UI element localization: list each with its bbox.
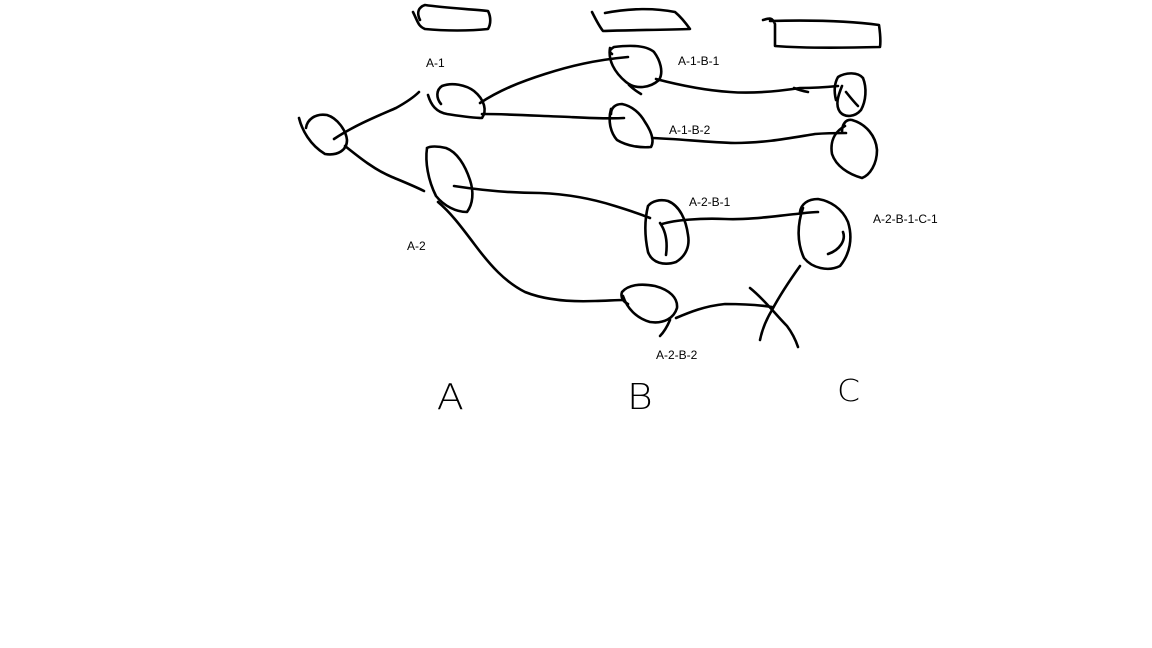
edge-a2-a2b1	[452, 184, 652, 220]
column-label-b: B	[626, 377, 653, 418]
node-c-a1b2	[830, 118, 879, 180]
cross-mark-stroke-1	[748, 286, 800, 349]
node-a1b1-tail	[627, 83, 643, 96]
root-node	[297, 113, 349, 156]
edge-a2b2-c	[674, 302, 774, 320]
label-a2b1: A-2-B-1	[689, 195, 731, 209]
edge-a1b1-c	[654, 77, 840, 94]
node-a2b1	[644, 198, 690, 265]
label-a2b1c1: A-2-B-1-C-1	[873, 212, 938, 226]
edge-root-a1	[332, 90, 421, 141]
node-a2b1c1-tail	[826, 230, 846, 256]
label-a2b2: A-2-B-2	[656, 348, 698, 362]
node-a1b2	[608, 102, 654, 149]
edge-a2b1-c1	[660, 210, 820, 226]
column-header-box-b	[590, 7, 692, 33]
node-a2b1c1	[797, 197, 852, 271]
label-a1b2: A-1-B-2	[669, 123, 711, 137]
edge-a1-a1b2	[480, 112, 626, 120]
column-header-box-a	[411, 3, 492, 32]
column-label-c: C	[836, 374, 861, 409]
node-c-a1b1	[833, 72, 867, 118]
edge-a1b2-c	[650, 131, 848, 145]
node-a2b2-tail	[658, 318, 672, 338]
label-a2: A-2	[407, 239, 426, 253]
edge-a1-a1b1	[478, 55, 630, 105]
node-a2	[425, 145, 474, 214]
cross-mark-stroke-2	[758, 264, 802, 342]
node-a2b1-tail	[658, 221, 668, 257]
node-a1b1	[608, 44, 663, 89]
label-a1: A-1	[426, 56, 445, 70]
edge-root-a2	[343, 144, 426, 193]
node-a1	[426, 82, 486, 120]
node-c-a1b1-tail	[844, 90, 860, 108]
column-label-a: A	[436, 377, 464, 418]
edge-a1b1-c-tail	[792, 86, 810, 94]
column-header-box-c	[761, 17, 882, 49]
edge-a2-a2b2	[436, 200, 626, 303]
node-a2b2	[620, 283, 679, 324]
label-a1b1: A-1-B-1	[678, 54, 720, 68]
